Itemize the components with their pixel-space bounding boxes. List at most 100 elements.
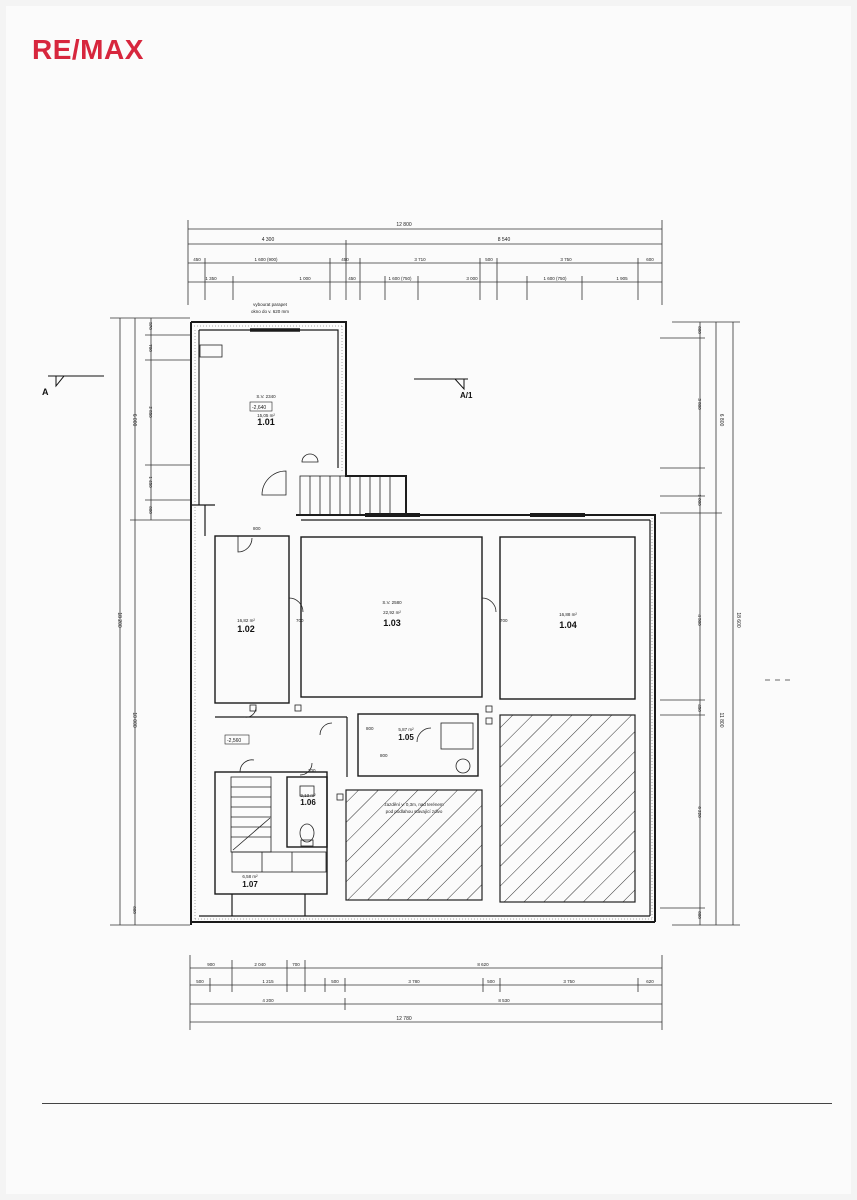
bottom-dimensions — [189, 955, 663, 1030]
level-mark-1: -2,640 — [252, 405, 266, 411]
hatched-area-left — [345, 789, 483, 901]
right-dimension-texts: 18 600 6 800 11 800 600 3 800 1 000 4 50… — [697, 326, 741, 919]
top-dimensions — [187, 220, 663, 305]
wall-texture — [194, 325, 653, 920]
room-101-height: S.V. 2340 — [256, 394, 276, 399]
dim-top-4d: 1 600 (750) — [388, 276, 412, 281]
door-label-4: 800 — [366, 726, 374, 731]
dim-bottom-2f: 3 750 — [563, 979, 575, 984]
footer-divider — [42, 1103, 832, 1104]
door-label-6: 800 — [380, 753, 388, 758]
dim-right-p4: 4 500 — [697, 614, 702, 626]
room-103-height: S.V. 2580 — [382, 600, 402, 605]
dim-top-3d: 3 710 — [414, 257, 426, 262]
dim-left-lower: 10 000 — [131, 712, 137, 728]
room-106-area: 2,13 m² — [300, 793, 316, 798]
room-105-area: 5,87 m² — [398, 727, 414, 732]
dim-top-4b: 1 000 — [299, 276, 311, 281]
dim-top-3f: 3 750 — [560, 257, 572, 262]
dim-left-p6: 600 — [132, 906, 137, 914]
section-mark-a1: A/1 — [414, 378, 473, 400]
section-mark-a: A — [42, 375, 104, 397]
room-104-area: 16,88 m² — [559, 612, 577, 617]
room-101-label: 1.01 — [257, 417, 275, 427]
dim-left-p3: 2 850 — [148, 406, 153, 418]
room-104-label: 1.04 — [559, 620, 577, 630]
dim-top-4c: 450 — [348, 276, 356, 281]
dim-right-p1: 600 — [697, 326, 702, 334]
dim-bottom-2a: 500 — [196, 979, 204, 984]
room-107-label: 1.07 — [242, 880, 258, 889]
dim-top-3g: 600 — [646, 257, 654, 262]
dim-right-p3: 1 000 — [697, 494, 702, 506]
dim-top-4g: 1 905 — [616, 276, 628, 281]
room-102-label: 1.02 — [237, 624, 255, 634]
dim-bottom-1b: 2 040 — [254, 962, 266, 967]
left-dimensions — [110, 317, 190, 926]
left-dimension-texts: 18 200 6 000 10 000 570 700 2 850 1 450 … — [116, 322, 153, 914]
dim-bottom-2e: 500 — [487, 979, 495, 984]
dim-bottom-1a: 900 — [207, 962, 215, 967]
room-103-area: 22,92 m² — [383, 610, 401, 615]
fixtures — [199, 344, 493, 847]
bottom-dimension-texts: 900 2 040 700 8 620 500 1 215 500 3 780 … — [196, 962, 654, 1022]
dim-bottom-1c: 700 — [292, 962, 300, 967]
hatched-area-right — [499, 714, 636, 903]
dim-bottom-2b: 1 215 — [262, 979, 274, 984]
section-label-a1: A/1 — [460, 391, 473, 400]
room-labels: 1.01 15,05 m² S.V. 2340 1.02 16,82 m² 1.… — [237, 394, 577, 889]
room-107-area: 6,58 m² — [242, 874, 258, 879]
room-101-area: 15,05 m² — [257, 413, 275, 418]
dim-bottom-1d: 8 620 — [477, 962, 489, 967]
stairs-upper — [299, 475, 407, 516]
dim-top-3b: 1 600 (900) — [254, 257, 278, 262]
dim-left-p1: 570 — [148, 322, 153, 330]
dim-top-2b: 8 540 — [498, 237, 511, 243]
stairs-lower — [230, 776, 327, 873]
right-dimensions — [660, 321, 740, 926]
room-106-label: 1.06 — [300, 798, 316, 807]
dim-right-p7: 600 — [697, 911, 702, 919]
doors — [237, 470, 497, 776]
dim-top-2a: 4 300 — [262, 237, 275, 243]
dim-bottom-total: 12 780 — [396, 1016, 412, 1022]
dim-top-3c: 450 — [341, 257, 349, 262]
dim-left-upper: 6 000 — [131, 414, 137, 427]
room-105-label: 1.05 — [398, 733, 414, 742]
door-label-5: 700 — [308, 768, 316, 773]
dim-left-p2: 700 — [148, 344, 153, 352]
room-103-label: 1.03 — [383, 618, 401, 628]
dim-top-4f: 1 600 (750) — [543, 276, 567, 281]
dim-bottom-3b: 8 530 — [498, 998, 510, 1003]
dim-right-upper: 6 800 — [718, 414, 724, 427]
section-label-a: A — [42, 387, 49, 397]
dim-right-total: 18 600 — [735, 612, 741, 628]
dim-right-p5: 450 — [697, 704, 702, 712]
note-window: okno do v. 620 mm — [251, 309, 289, 314]
dim-bottom-2g: 620 — [646, 979, 654, 984]
dim-bottom-2c: 500 — [331, 979, 339, 984]
level-mark-2: -2,560 — [227, 738, 241, 744]
level-marks: -2,640 -2,560 — [224, 401, 273, 745]
dim-top-total: 12 800 — [396, 222, 412, 228]
dim-top-4a: 1 350 — [205, 276, 217, 281]
door-label-2: 700 — [296, 618, 304, 623]
dim-left-total: 18 200 — [116, 612, 122, 628]
dim-right-lower: 11 800 — [718, 713, 724, 728]
dim-right-p2: 3 800 — [697, 398, 702, 410]
hatched-note-2: pod podlahou stávající zdivo — [386, 809, 443, 814]
dim-left-p5: 600 — [148, 506, 153, 514]
top-dimension-texts: 12 800 4 300 8 540 450 1 600 (900) 450 3… — [193, 222, 654, 281]
paper-sheet — [6, 6, 851, 1194]
door-labels: 800 700 700 800 700 800 — [253, 526, 508, 773]
door-label-1: 800 — [253, 526, 261, 531]
door-label-3: 700 — [500, 618, 508, 623]
dim-bottom-2d: 3 780 — [408, 979, 420, 984]
dim-bottom-3a: 4 200 — [262, 998, 274, 1003]
remax-logo: RE/MAX — [32, 34, 144, 65]
hatched-note-1: zazdění v. 0,3m, nad terénem — [384, 802, 443, 807]
dim-top-3a: 450 — [193, 257, 201, 262]
room-102-area: 16,82 m² — [237, 618, 255, 623]
dim-top-3e: 500 — [485, 257, 493, 262]
